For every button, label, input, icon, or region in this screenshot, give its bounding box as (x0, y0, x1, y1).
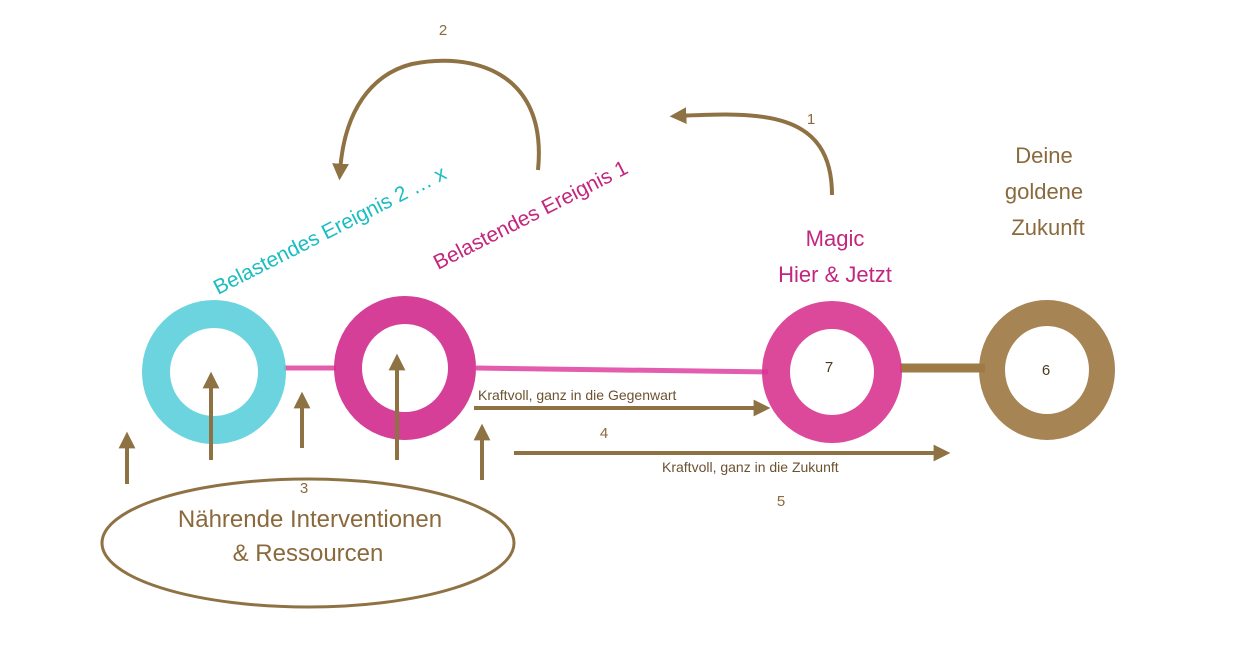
step-number-6: 6 (1042, 362, 1050, 379)
ring-magic-now (762, 301, 902, 443)
resources-label-line1: Nährende Interventionen (178, 506, 442, 533)
resources-ellipse (100, 477, 516, 609)
connector-magenta-magic (475, 365, 769, 375)
step-number-5: 5 (777, 493, 785, 510)
arrow-step-2 (332, 58, 541, 181)
magic-label-line2: Hier & Jetzt (778, 262, 892, 287)
future-label-line3: Zukunft (1011, 215, 1084, 240)
ring-event-2x (142, 300, 286, 444)
step-number-3: 3 (300, 480, 308, 497)
future-label-line1: Deine (1015, 143, 1072, 168)
ring-golden-future (979, 300, 1115, 440)
ring-event-1 (334, 296, 476, 440)
step-number-4: 4 (600, 425, 608, 442)
step-number-2: 2 (439, 22, 447, 39)
magic-label-line1: Magic (806, 226, 865, 251)
step-number-7: 7 (825, 359, 833, 376)
arrow-step-1 (669, 107, 834, 196)
event-1-label: Belastendes Ereignis 1 (430, 156, 632, 274)
step-number-1: 1 (807, 111, 815, 128)
resources-label-line2: & Ressourcen (233, 540, 384, 567)
future-arrow-label: Kraftvoll, ganz in die Zukunft (662, 459, 839, 475)
future-label-line2: goldene (1005, 179, 1083, 204)
event-2x-label: Belastendes Ereignis 2 … x (210, 162, 451, 300)
present-arrow-label: Kraftvoll, ganz in die Gegenwart (478, 387, 677, 403)
